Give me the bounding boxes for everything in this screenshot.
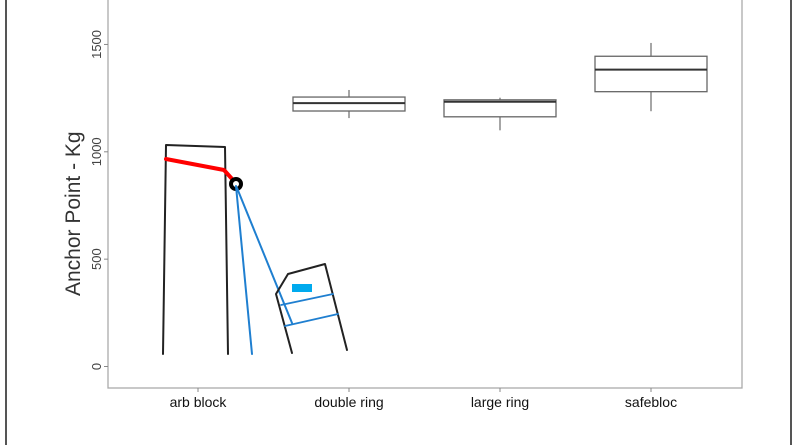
overlay-cyan-rect (292, 284, 312, 292)
y-axis-label: Anchor Point - Kg (62, 131, 85, 296)
x-tick-label: double ring (314, 394, 383, 410)
x-tick-label: arb block (170, 394, 228, 410)
y-tick-label: 1000 (89, 137, 104, 166)
x-tick-label: safebloc (625, 394, 677, 410)
overlay-blue-bands (280, 293, 339, 327)
y-tick-label: 0 (89, 363, 104, 370)
hand-drawn-overlay (162, 144, 348, 355)
y-tick-label: 500 (89, 248, 104, 270)
overlay-black-shape (275, 263, 348, 354)
y-tick-label: 1500 (89, 30, 104, 59)
box-iqr (594, 55, 708, 93)
right-border (790, 0, 792, 445)
plot-frame (107, 0, 743, 389)
overlay-blue-line (235, 185, 293, 355)
overlay-red-line (164, 157, 235, 182)
overlay-black-frame (162, 144, 229, 355)
box-iqr (443, 99, 557, 118)
left-border (5, 0, 7, 445)
x-tick-label: large ring (471, 394, 529, 410)
